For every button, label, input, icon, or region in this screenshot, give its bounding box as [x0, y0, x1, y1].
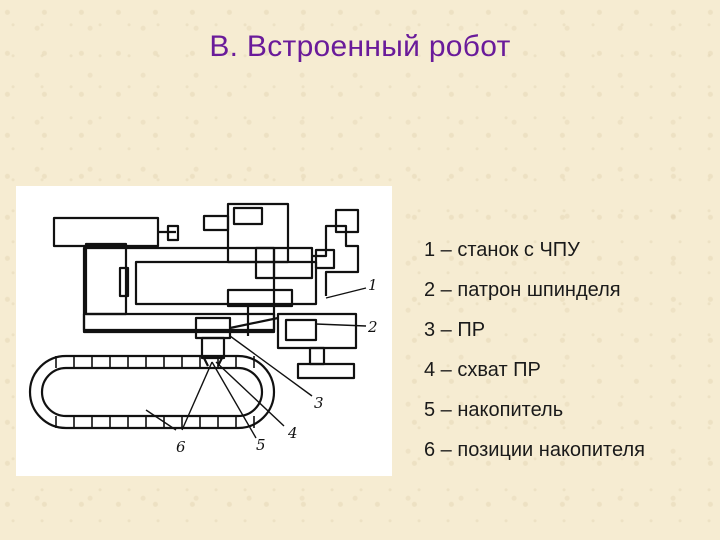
shaft-collar: [166, 224, 180, 242]
machine-bed: [82, 312, 276, 334]
motor-housing: [52, 216, 160, 248]
pipe-valve: [314, 248, 336, 270]
pipe-fitting: [334, 208, 360, 234]
callout-3: 3: [314, 394, 324, 412]
robot-body: [194, 316, 232, 340]
callout-6: 6: [176, 438, 186, 456]
gear-box: [254, 246, 314, 280]
robot-machine-drawing: 1 2 3 4 5 6: [16, 186, 392, 476]
legend-item-spindle-chuck: 2 – патрон шпинделя: [424, 279, 621, 301]
drawing-svg: 1 2 3 4 5 6: [28, 202, 378, 456]
conveyor-inner: [40, 366, 264, 418]
spindle: [226, 288, 294, 308]
slide-title: В. Встроенный робот: [209, 30, 511, 63]
coolant-pipe: [312, 224, 360, 296]
conveyor-outer: [28, 354, 276, 430]
motor-coupling: [118, 266, 130, 298]
legend-item-cnc-machine: 1 – станок с ЧПУ: [424, 239, 580, 261]
legend-list: 1 – станок с ЧПУ 2 – патрон шпинделя 3 –…: [424, 232, 714, 472]
robot-arm: [200, 336, 226, 360]
callout-5: 5: [256, 436, 266, 454]
legend-item-robot: 3 – ПР: [424, 319, 486, 341]
support-foot: [296, 362, 356, 380]
support-post: [308, 346, 326, 366]
callout-2: 2: [367, 318, 378, 336]
legend-item-gripper: 4 – схват ПР: [424, 359, 541, 381]
headstock: [134, 260, 318, 306]
headstock-lever: [202, 214, 230, 232]
callout-1: 1: [368, 276, 378, 294]
conveyor-links: [55, 356, 255, 428]
motor-block: [84, 242, 128, 316]
callout-4: 4: [287, 424, 298, 442]
headstock-cap: [232, 206, 264, 226]
leader-lines: [145, 287, 367, 439]
legend-item-storage-positions: 6 – позиции накопителя: [424, 439, 645, 461]
legend-item-storage: 5 – накопитель: [424, 399, 564, 421]
headstock-top: [226, 202, 290, 264]
